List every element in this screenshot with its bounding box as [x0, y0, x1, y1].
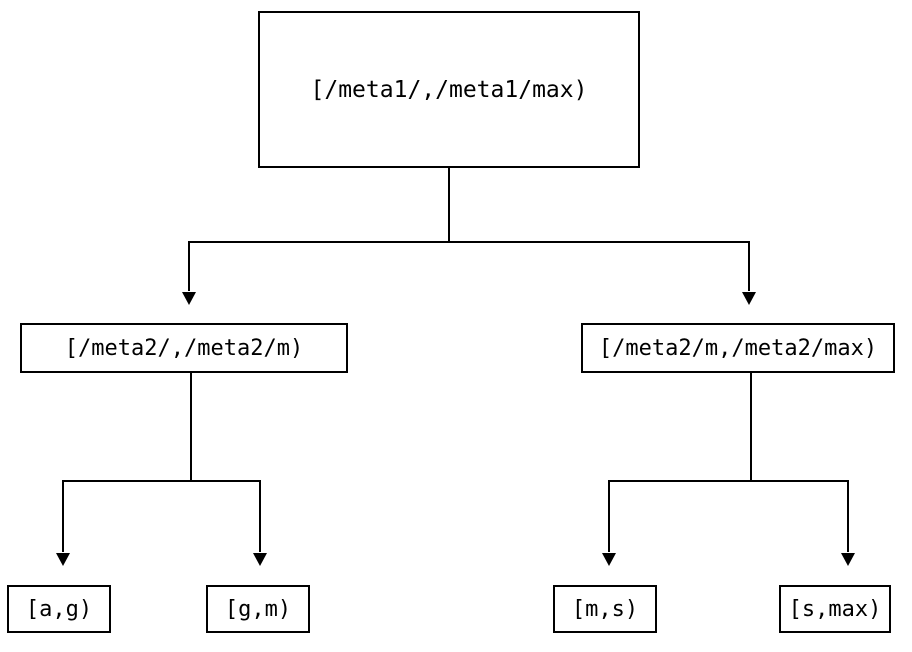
arrowhead-icon [56, 553, 70, 566]
tree-node-leaf-gm-label: [g,m) [224, 596, 292, 622]
edge-root-to-meta2-high [448, 168, 756, 305]
tree-node-leaf-smax-label: [s,max) [788, 596, 882, 622]
edge-meta2-high-to-leaf-smax [750, 373, 855, 566]
tree-node-leaf-ag-label: [a,g) [25, 596, 93, 622]
tree-node-meta2-high-label: [/meta2/m,/meta2/max) [598, 335, 878, 361]
tree-node-meta2-low[interactable]: [/meta2/,/meta2/m) [20, 323, 348, 373]
edge-meta2-high-to-leaf-ms [602, 373, 752, 566]
tree-node-leaf-ag[interactable]: [a,g) [7, 585, 111, 633]
tree-node-leaf-ms-label: [m,s) [571, 596, 639, 622]
tree-node-meta2-low-label: [/meta2/,/meta2/m) [64, 335, 304, 361]
tree-node-root[interactable]: [/meta1/,/meta1/max) [258, 11, 640, 168]
tree-node-meta2-high[interactable]: [/meta2/m,/meta2/max) [581, 323, 895, 373]
arrowhead-icon [182, 292, 196, 305]
arrowhead-icon [742, 292, 756, 305]
tree-node-leaf-gm[interactable]: [g,m) [206, 585, 310, 633]
tree-node-root-label: [/meta1/,/meta1/max) [310, 76, 588, 103]
arrowhead-icon [253, 553, 267, 566]
edge-root-to-meta2-low [182, 168, 450, 305]
arrowhead-icon [841, 553, 855, 566]
arrowhead-icon [602, 553, 616, 566]
edge-meta2-low-to-leaf-gm [190, 373, 267, 566]
tree-node-leaf-smax[interactable]: [s,max) [779, 585, 891, 633]
tree-node-leaf-ms[interactable]: [m,s) [553, 585, 657, 633]
edge-meta2-low-to-leaf-ag [56, 373, 192, 566]
